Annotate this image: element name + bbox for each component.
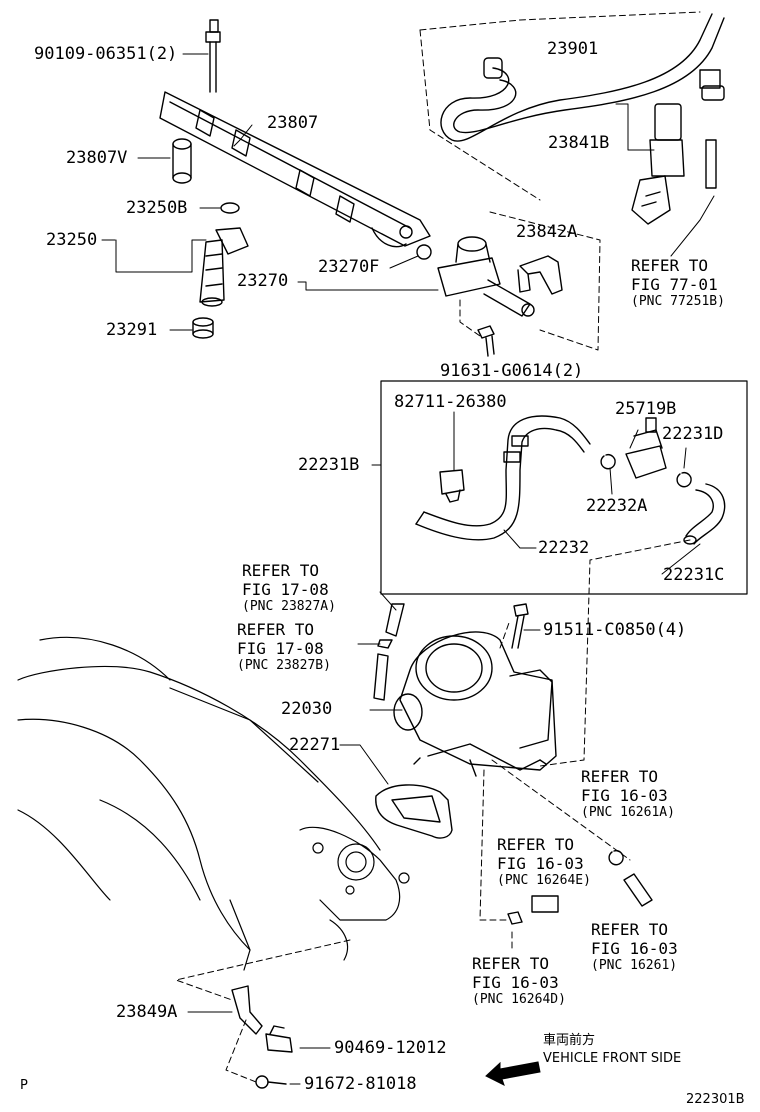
label-90469: 90469-12012 xyxy=(334,1038,447,1058)
refer-line-1: REFER TO xyxy=(631,256,709,275)
refer-line-2: FIG 16-03 xyxy=(497,854,584,873)
refer-fig-16-03-16264e: REFER TO FIG 16-03 (PNC 16264E) xyxy=(497,835,591,889)
label-23807v: 23807V xyxy=(66,148,128,168)
hose-end-16261a xyxy=(608,849,653,907)
o-ring-23270f-drawing xyxy=(416,244,432,260)
fuel-rail-drawing xyxy=(159,91,431,248)
label-22271: 22271 xyxy=(289,735,341,755)
label-23291: 23291 xyxy=(106,320,158,340)
refer-line-1: REFER TO xyxy=(497,835,575,854)
refer-fig-16-03-16261: REFER TO FIG 16-03 (PNC 16261) xyxy=(591,920,678,974)
refer-line-1: REFER TO xyxy=(591,920,669,939)
label-23250: 23250 xyxy=(46,230,98,250)
regulator-outline xyxy=(459,211,601,351)
corner-letter: P xyxy=(20,1078,28,1093)
label-23849a: 23849A xyxy=(116,1002,178,1022)
refer-line-3: (PNC 77251B) xyxy=(631,294,725,309)
vehicle-front-arrow-icon xyxy=(485,1061,541,1086)
bolt-91511-drawing xyxy=(511,603,529,649)
bracket-drawing xyxy=(231,985,263,1035)
clamp-22231d-drawing xyxy=(676,471,692,488)
label-23807: 23807 xyxy=(267,113,319,133)
label-22231b: 22231B xyxy=(298,455,360,475)
intake-manifold-drawing xyxy=(17,636,410,971)
gasket-drawing xyxy=(375,784,453,839)
label-22232: 22232 xyxy=(538,538,590,558)
hose-22232-drawing xyxy=(415,415,591,541)
label-82711: 82711-26380 xyxy=(394,392,507,412)
bolt-91672-drawing xyxy=(255,1075,287,1089)
label-22231c: 22231C xyxy=(663,565,725,585)
label-23842a: 23842A xyxy=(516,222,578,242)
pipe-fitting-drawing xyxy=(373,603,405,701)
hose-22231c-drawing xyxy=(683,483,726,545)
vehicle-front-label: VEHICLE FRONT SIDE xyxy=(543,1051,682,1066)
vacuum-parts-box xyxy=(380,380,748,595)
refer-line-3: (PNC 16264E) xyxy=(497,873,591,888)
o-ring-drawing xyxy=(220,202,240,214)
label-90109: 90109-06351(2) xyxy=(34,44,178,64)
label-91672: 91672-81018 xyxy=(304,1074,417,1094)
leader-lines xyxy=(101,53,715,1085)
figure-code: 222301B xyxy=(686,1092,745,1107)
label-23270f: 23270F xyxy=(318,257,380,277)
fuel-hose-drawing xyxy=(440,13,725,142)
label-23901: 23901 xyxy=(547,39,599,59)
refer-line-1: REFER TO xyxy=(472,954,550,973)
refer-line-1: REFER TO xyxy=(237,620,315,639)
refer-line-3: (PNC 16264D) xyxy=(472,992,566,1007)
clip-drawing xyxy=(517,255,563,295)
label-23841b: 23841B xyxy=(548,133,610,153)
vsv-connector-drawing xyxy=(631,103,717,225)
label-25719b: 25719B xyxy=(615,399,677,419)
label-22030: 22030 xyxy=(281,699,333,719)
label-91511: 91511-C0850(4) xyxy=(543,620,687,640)
refer-line-2: FIG 17-08 xyxy=(237,639,324,658)
label-23250b: 23250B xyxy=(126,198,188,218)
bolt-91631-drawing xyxy=(477,325,495,357)
refer-line-1: REFER TO xyxy=(242,561,320,580)
refer-fig-17-08-b: REFER TO FIG 17-08 (PNC 23827B) xyxy=(237,620,331,674)
refer-line-1: REFER TO xyxy=(581,767,659,786)
throttle-body-drawing xyxy=(393,631,557,777)
refer-line-2: FIG 16-03 xyxy=(591,939,678,958)
refer-line-3: (PNC 16261) xyxy=(591,958,678,973)
clamp-22232a-drawing xyxy=(600,453,616,470)
insulator-drawing xyxy=(192,317,214,339)
clip-82711-drawing xyxy=(439,469,465,503)
refer-fig-77-01: REFER TO FIG 77-01 (PNC 77251B) xyxy=(631,256,725,310)
refer-fig-17-08-a: REFER TO FIG 17-08 (PNC 23827A) xyxy=(242,561,336,615)
sensor-90469-drawing xyxy=(265,1025,293,1053)
refer-line-3: (PNC 16261A) xyxy=(581,805,675,820)
vehicle-front-jp-label: 車両前方 xyxy=(543,1033,596,1048)
label-23270: 23270 xyxy=(237,271,289,291)
hose-end-16264e xyxy=(507,895,559,925)
hose-group-outline xyxy=(419,11,701,201)
refer-fig-16-03-16261a: REFER TO FIG 16-03 (PNC 16261A) xyxy=(581,767,675,821)
refer-fig-16-03-16264d: REFER TO FIG 16-03 (PNC 16264D) xyxy=(472,954,566,1008)
refer-line-3: (PNC 23827A) xyxy=(242,599,336,614)
label-91631: 91631-G0614(2) xyxy=(440,361,584,381)
bolt-drawing xyxy=(205,19,221,93)
collar-drawing xyxy=(172,138,192,184)
label-22232a: 22232A xyxy=(586,496,648,516)
vsv-25719b-drawing xyxy=(625,417,667,479)
pressure-regulator-drawing xyxy=(437,236,535,317)
injector-drawing xyxy=(199,227,249,307)
refer-line-2: FIG 16-03 xyxy=(581,786,668,805)
refer-line-3: (PNC 23827B) xyxy=(237,658,331,673)
refer-line-2: FIG 16-03 xyxy=(472,973,559,992)
refer-line-2: FIG 17-08 xyxy=(242,580,329,599)
label-22231d: 22231D xyxy=(662,424,724,444)
connection-dashes xyxy=(175,539,691,1083)
refer-line-2: FIG 77-01 xyxy=(631,275,718,294)
